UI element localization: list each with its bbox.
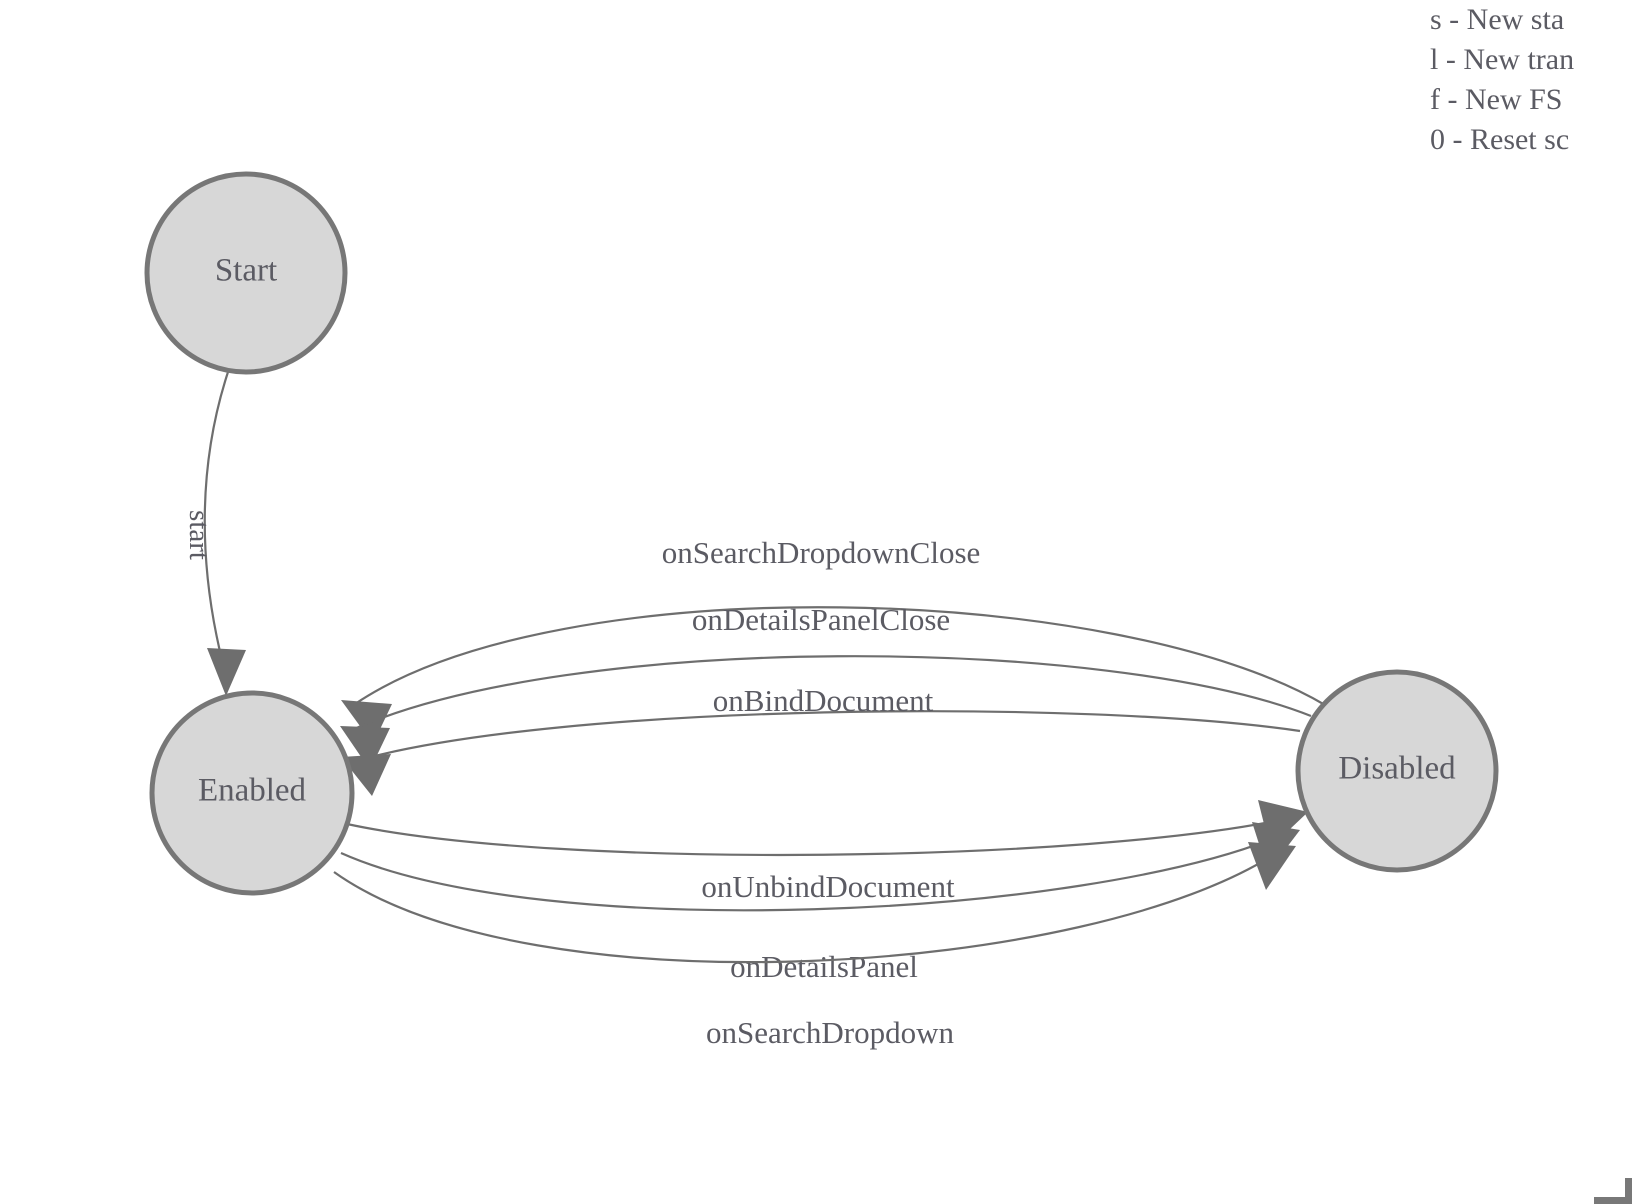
- transition-onDetailsPanel-path: [340, 833, 1283, 912]
- help-line-new-fsm: f - New FS: [1430, 83, 1563, 116]
- transition-onUnbindDocument[interactable]: onUnbindDocument: [346, 800, 1308, 904]
- transition-onSearchDropdown-path: [333, 851, 1279, 964]
- state-start-circle[interactable]: [144, 171, 348, 375]
- transition-onBindDocument-arrowhead: [341, 754, 391, 796]
- transition-onDetailsPanelClose-label: onDetailsPanelClose: [692, 602, 950, 637]
- transition-start-arrowhead: [207, 648, 246, 696]
- help-line-new-transition: l - New tran: [1430, 43, 1575, 76]
- resize-corner-handle[interactable]: [1594, 1178, 1632, 1204]
- transition-onBindDocument-label: onBindDocument: [713, 683, 934, 718]
- state-disabled-label: Disabled: [1338, 751, 1456, 787]
- transition-onSearchDropdownClose[interactable]: onSearchDropdownClose: [341, 535, 1326, 744]
- state-node-start[interactable]: Start: [144, 171, 348, 375]
- transition-start-label: start: [183, 510, 215, 560]
- transition-onSearchDropdown[interactable]: onSearchDropdown: [333, 842, 1296, 1050]
- transition-start-path: [203, 371, 230, 661]
- transition-onSearchDropdownClose-label: onSearchDropdownClose: [662, 535, 981, 570]
- transition-onBindDocument-path: [351, 710, 1301, 764]
- state-enabled-label: Enabled: [198, 773, 307, 809]
- state-node-disabled[interactable]: Disabled: [1295, 669, 1499, 873]
- transition-onBindDocument[interactable]: onBindDocument: [341, 683, 1301, 796]
- state-enabled-circle[interactable]: [149, 690, 355, 896]
- transition-onDetailsPanel-label: onDetailsPanel: [730, 949, 918, 984]
- transition-onSearchDropdownClose-path: [354, 606, 1326, 706]
- keyboard-shortcuts-help: s - New sta l - New tran f - New FS 0 - …: [1430, 0, 1632, 160]
- transition-onUnbindDocument-label: onUnbindDocument: [701, 869, 955, 904]
- transition-start[interactable]: start: [183, 371, 246, 696]
- transition-onSearchDropdownClose-arrowhead: [341, 700, 392, 744]
- transition-onDetailsPanelClose-path: [351, 655, 1312, 732]
- help-line-reset: 0 - Reset sc: [1430, 123, 1570, 156]
- transition-onUnbindDocument-path: [346, 816, 1291, 857]
- transition-onDetailsPanelClose-arrowhead: [340, 726, 390, 770]
- state-disabled-circle[interactable]: [1295, 669, 1499, 873]
- help-line-new-state: s - New sta: [1430, 3, 1565, 36]
- state-node-enabled[interactable]: Enabled: [149, 690, 355, 896]
- state-start-label: Start: [215, 253, 277, 289]
- transition-onSearchDropdown-arrowhead: [1248, 842, 1296, 890]
- transition-onDetailsPanelClose[interactable]: onDetailsPanelClose: [340, 602, 1312, 770]
- transition-onSearchDropdown-label: onSearchDropdown: [706, 1015, 954, 1050]
